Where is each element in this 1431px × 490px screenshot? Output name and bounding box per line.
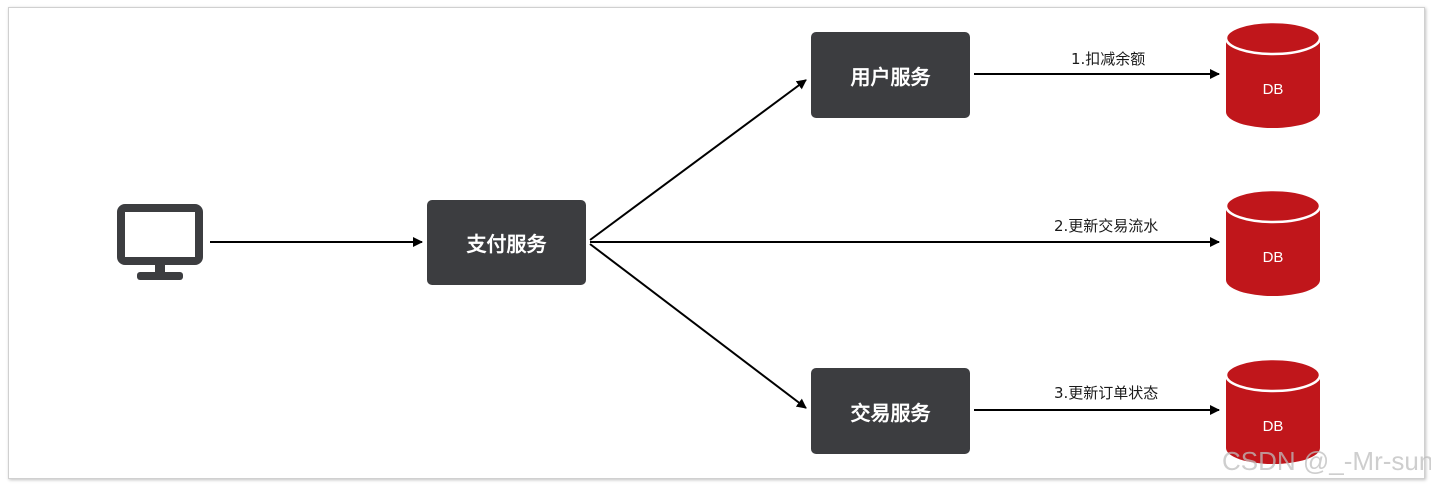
arrow-payment-to-user <box>589 79 807 241</box>
trade-service-node: 交易服务 <box>811 368 970 454</box>
database-label-1: DB <box>1262 81 1284 98</box>
database-label-2: DB <box>1262 249 1284 266</box>
payment-service-node: 支付服务 <box>427 200 586 285</box>
arrow-payment-to-trade <box>589 243 807 409</box>
edge-label-deduct-balance: 1.扣减余额 <box>1071 50 1146 68</box>
database-label-3: DB <box>1262 418 1284 435</box>
watermark: CSDN @_-Mr-sun <box>1222 446 1431 476</box>
database-icon-1 <box>1224 20 1322 128</box>
monitor-icon <box>117 204 203 280</box>
edge-label-update-trade-log: 2.更新交易流水 <box>1054 217 1159 235</box>
database-icon-3 <box>1224 357 1322 464</box>
user-service-node: 用户服务 <box>811 32 970 118</box>
database-icon-2 <box>1224 188 1322 296</box>
edge-label-update-order-status: 3.更新订单状态 <box>1054 384 1159 402</box>
